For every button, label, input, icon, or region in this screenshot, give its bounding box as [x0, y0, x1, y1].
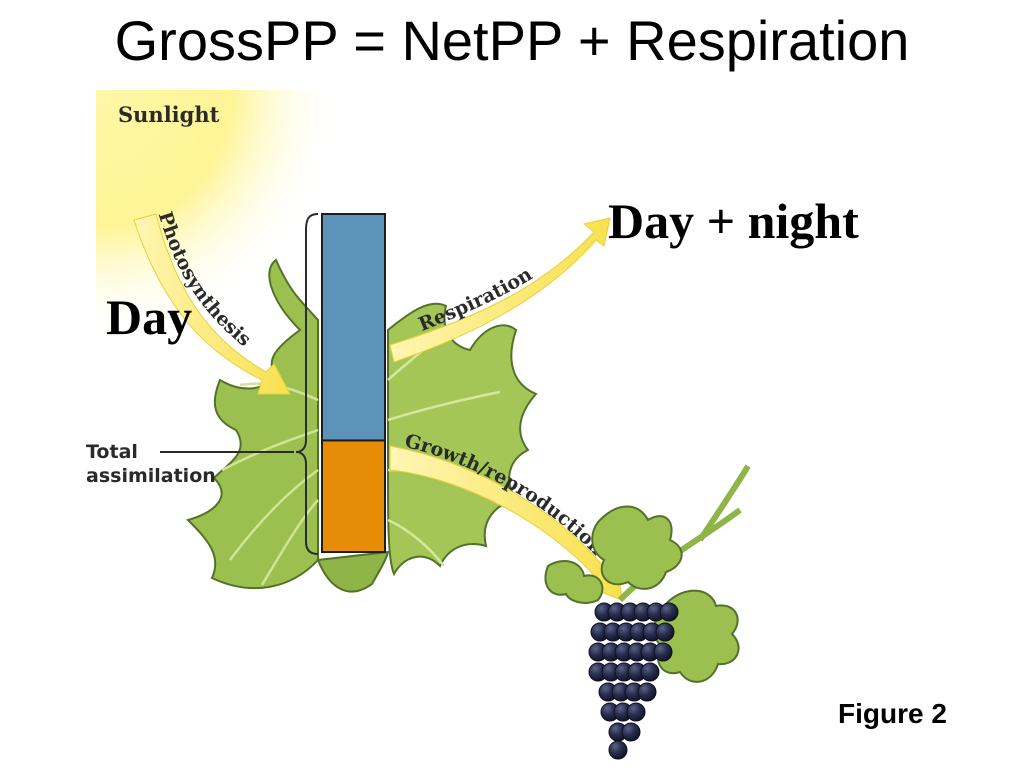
total-assimilation-line1: Total — [86, 441, 138, 463]
grape-leaf-left — [186, 258, 319, 589]
sunlight-label: Sunlight — [118, 102, 220, 127]
grape-berry — [637, 682, 657, 702]
grape-berry — [640, 662, 660, 682]
slide-title: GrossPP = NetPP + Respiration — [114, 9, 910, 72]
grape-berry — [621, 722, 641, 742]
total-assimilation-bracket — [295, 213, 319, 555]
vine-leaf-upper — [591, 505, 683, 590]
grape-berry — [653, 642, 673, 662]
grape-berry — [655, 622, 675, 642]
respiration-arrow — [389, 217, 611, 363]
assimilation-bar — [321, 213, 386, 553]
total-assimilation-line2: assimilation — [86, 465, 216, 487]
bar-segment-growth — [321, 439, 386, 553]
total-assimilation-label: Total assimilation — [86, 440, 216, 488]
grape-berry — [608, 740, 628, 760]
leaf-base — [316, 550, 390, 593]
grape-berry — [626, 702, 646, 722]
grape-cluster — [588, 602, 679, 760]
figure-label: Figure 2 — [838, 698, 947, 729]
bar-segment-respiration — [321, 213, 386, 442]
day-night-label: Day + night — [608, 193, 859, 249]
grape-berry — [659, 602, 679, 622]
vine-leaf-left — [544, 560, 604, 604]
photosynthesis-arrow — [133, 213, 291, 395]
day-label: Day — [106, 289, 193, 345]
